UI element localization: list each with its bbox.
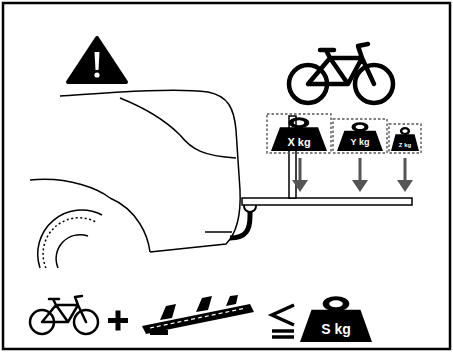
weight-node: Z kg [391,127,419,151]
weight-node: X kg [271,117,327,151]
load-arrows [292,158,413,192]
plus-sign [108,311,128,331]
weight-label: Y kg [351,138,370,148]
frame [3,3,450,349]
weight-label: Z kg [399,142,411,149]
bike-rack-icon [142,295,254,335]
car-rear [30,90,240,268]
weight-label: X kg [287,136,310,148]
bicycle-icon [289,44,393,103]
bicycle-icon-small [30,296,98,334]
weight-frames [267,114,421,153]
weight-node: S kg [300,296,372,342]
less-or-equal-sign [272,305,294,337]
weight-node: Y kg [337,122,383,151]
weight-label: S kg [321,322,351,337]
bike-rack [230,116,412,238]
warning-sign [68,38,126,82]
